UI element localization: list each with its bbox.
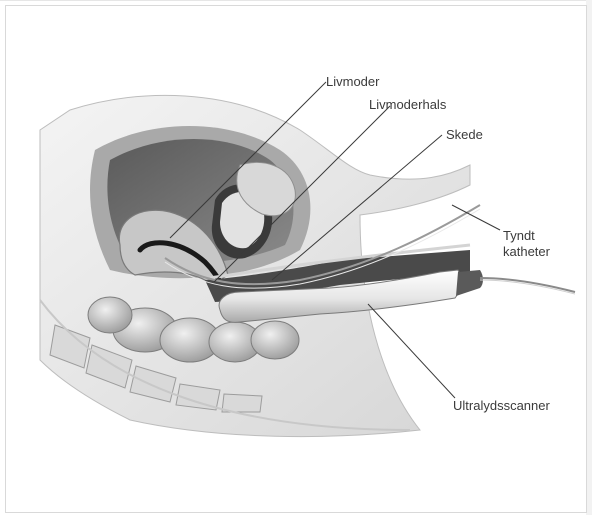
label-uterus: Livmoder [326, 74, 379, 89]
label-vagina: Skede [446, 127, 483, 142]
label-cervix: Livmoderhals [369, 97, 446, 112]
label-catheter-line1: Tyndt [503, 228, 550, 244]
label-catheter-line2: katheter [503, 244, 550, 260]
label-catheter: Tyndt katheter [503, 228, 550, 260]
label-scanner: Ultralydsscanner [453, 398, 550, 413]
